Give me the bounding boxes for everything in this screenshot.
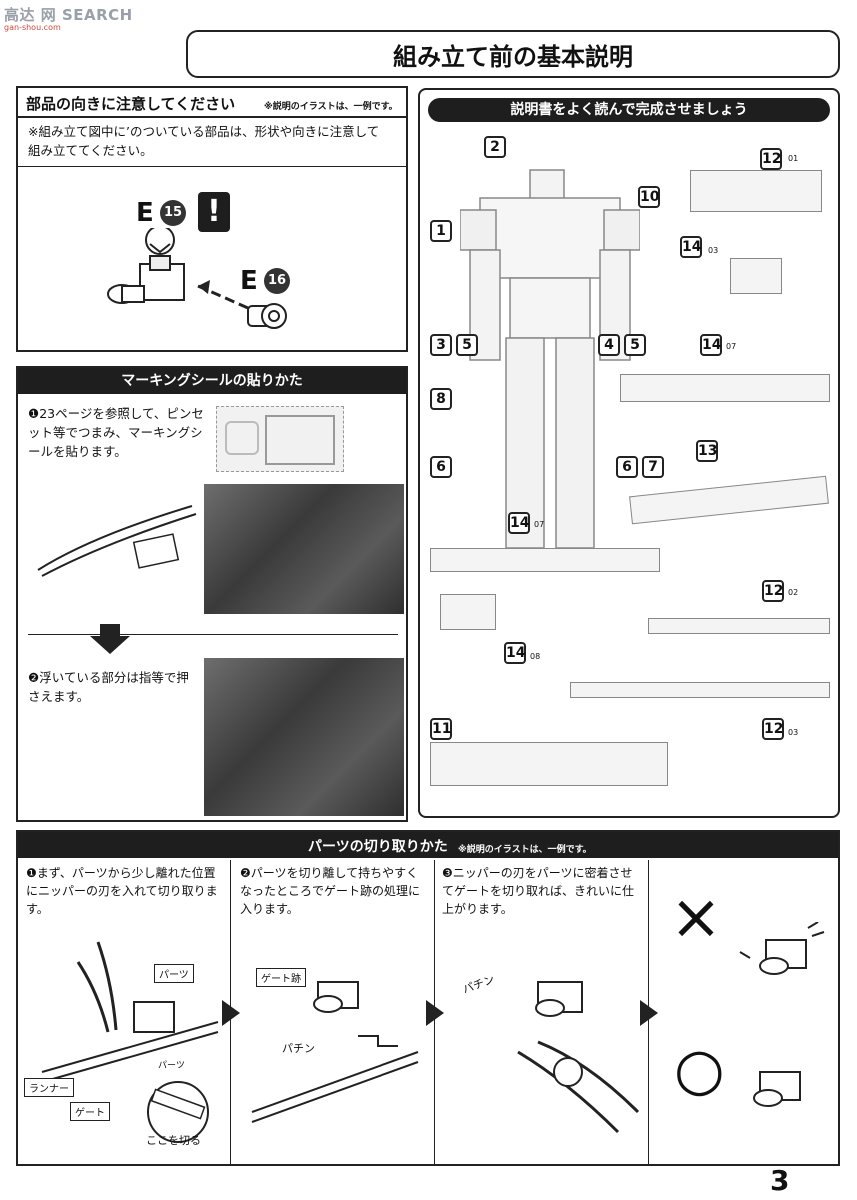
weapon-12-02 — [648, 618, 830, 634]
watermark-site: gan-shou.com — [4, 23, 61, 32]
page-number: 3 — [770, 1164, 790, 1197]
weapon-14-07 — [620, 374, 830, 402]
right-part-illustration — [753, 1071, 801, 1107]
right-mark: ○ — [674, 1035, 725, 1103]
callout-14-03: 14 — [680, 236, 702, 258]
label-gate-mark: ゲート跡 — [256, 968, 306, 987]
robot-illustration — [460, 169, 640, 549]
page-title: 組み立て前の基本説明 — [186, 30, 840, 78]
cutting-header: パーツの切り取りかた ※説明のイラストは、一例です。 — [18, 832, 838, 858]
sticker-photo-1 — [204, 484, 404, 614]
sub-03: 03 — [708, 246, 719, 255]
wrong-part-illustration — [739, 922, 825, 975]
sticker-photo-2 — [204, 658, 404, 816]
label-gate: ゲート — [70, 1102, 110, 1121]
label-parts-zoom: パーツ — [158, 1061, 185, 1071]
weapon-14-08 — [440, 594, 496, 630]
weapon-11 — [430, 742, 668, 786]
part-illustration — [107, 228, 287, 329]
weapon-12-03 — [570, 682, 830, 698]
arrow-down-icon — [90, 624, 130, 654]
nipper-cut-illustration — [41, 941, 219, 1143]
orientation-panel: 部品の向きに注意してください ※説明のイラストは、一例です。 ※組み立て図中に’… — [16, 86, 408, 352]
cutting-step1: ❶まず、パーツから少し離れた位置にニッパーの刃を入れて切り取ります。 — [26, 866, 218, 916]
weapon-14-03 — [730, 258, 782, 294]
sub-07b: 07 — [534, 520, 545, 529]
callout-5b: 5 — [624, 334, 646, 356]
wrong-mark: × — [670, 880, 722, 953]
orientation-note: ※説明のイラストは、一例です。 — [264, 102, 398, 112]
orientation-heading: 部品の向きに注意してください — [26, 95, 236, 113]
callout-6a: 6 — [430, 456, 452, 478]
tweezers-illustration — [37, 505, 197, 577]
callout-11: 11 — [430, 718, 452, 740]
cutting-step2: ❷パーツを切り離して持ちやすくなったところでゲート跡の処理に入ります。 — [240, 866, 421, 916]
callout-6b: 6 — [616, 456, 638, 478]
cutting-step3: ❸ニッパーの刃をパーツに密着させてゲートを切り取れば、きれいに仕上がります。 — [442, 866, 635, 916]
marking-panel: マーキングシールの貼りかた ❶23ページを参照して、ピンセット等でつまみ、マーキ… — [16, 366, 408, 822]
sub-07: 07 — [726, 342, 737, 351]
cutting-note: ※説明のイラストは、一例です。 — [458, 845, 592, 855]
manual-heading: 説明書をよく読んで完成させましょう — [428, 98, 830, 122]
callout-12-02: 12 — [762, 580, 784, 602]
callout-4: 4 — [598, 334, 620, 356]
weapon-13 — [629, 475, 829, 525]
part-e15-letter: E — [136, 198, 154, 228]
callout-12-01: 12 — [760, 148, 782, 170]
orientation-body: ※組み立て図中に’のついている部品は、形状や向きに注意して組み立ててください。 — [28, 124, 380, 158]
sub-03b: 03 — [788, 728, 799, 737]
sticker-sheet-image — [216, 406, 344, 472]
callout-1: 1 — [430, 220, 452, 242]
callout-13: 13 — [696, 440, 718, 462]
sub-01: 01 — [788, 154, 799, 163]
cutting-heading: パーツの切り取りかた — [308, 839, 448, 855]
callout-10: 10 — [638, 186, 660, 208]
nipper-flush-illustration — [517, 981, 640, 1134]
arrow-right-icon — [426, 1000, 444, 1026]
gate-trim-illustration — [251, 981, 419, 1123]
sub-02: 02 — [788, 588, 799, 597]
manual-panel: 説明書をよく読んで完成させましょう 2 10 1 3 5 4 5 8 6 6 7… — [418, 88, 840, 818]
part-e16-letter: E — [240, 266, 258, 296]
callout-7: 7 — [642, 456, 664, 478]
weapon-14-07b — [430, 548, 660, 572]
weapon-12-01 — [690, 170, 822, 212]
callout-3: 3 — [430, 334, 452, 356]
divider — [18, 166, 406, 167]
alert-icon: ! — [198, 192, 230, 232]
marking-step1: ❶23ページを参照して、ピンセット等でつまみ、マーキングシールを貼ります。 — [28, 406, 204, 459]
marking-heading: マーキングシールの貼りかた — [18, 368, 406, 394]
label-runner: ランナー — [24, 1078, 74, 1097]
label-parts: パーツ — [154, 964, 194, 983]
divider — [28, 634, 398, 635]
label-snap-1: パチン — [282, 1042, 315, 1055]
watermark-logo: 高达 网 SEARCH — [4, 6, 133, 24]
arrow-right-icon — [640, 1000, 658, 1026]
orientation-header: 部品の向きに注意してください ※説明のイラストは、一例です。 — [18, 88, 406, 118]
marking-step2: ❷浮いている部分は指等で押さえます。 — [28, 670, 189, 704]
callout-12-03: 12 — [762, 718, 784, 740]
callout-5a: 5 — [456, 334, 478, 356]
callout-14-08: 14 — [504, 642, 526, 664]
callout-14-07: 14 — [700, 334, 722, 356]
arrow-right-icon — [222, 1000, 240, 1026]
sub-08: 08 — [530, 652, 541, 661]
callout-8: 8 — [430, 388, 452, 410]
callout-2: 2 — [484, 136, 506, 158]
part-e16-number: 16 — [264, 268, 290, 294]
callout-14-07b: 14 — [508, 512, 530, 534]
part-e15-number: 15 — [160, 200, 186, 226]
cutting-panel: パーツの切り取りかた ※説明のイラストは、一例です。 ❶まず、パーツから少し離れ… — [16, 830, 840, 1166]
label-cut-here: ここを切る — [146, 1134, 201, 1147]
